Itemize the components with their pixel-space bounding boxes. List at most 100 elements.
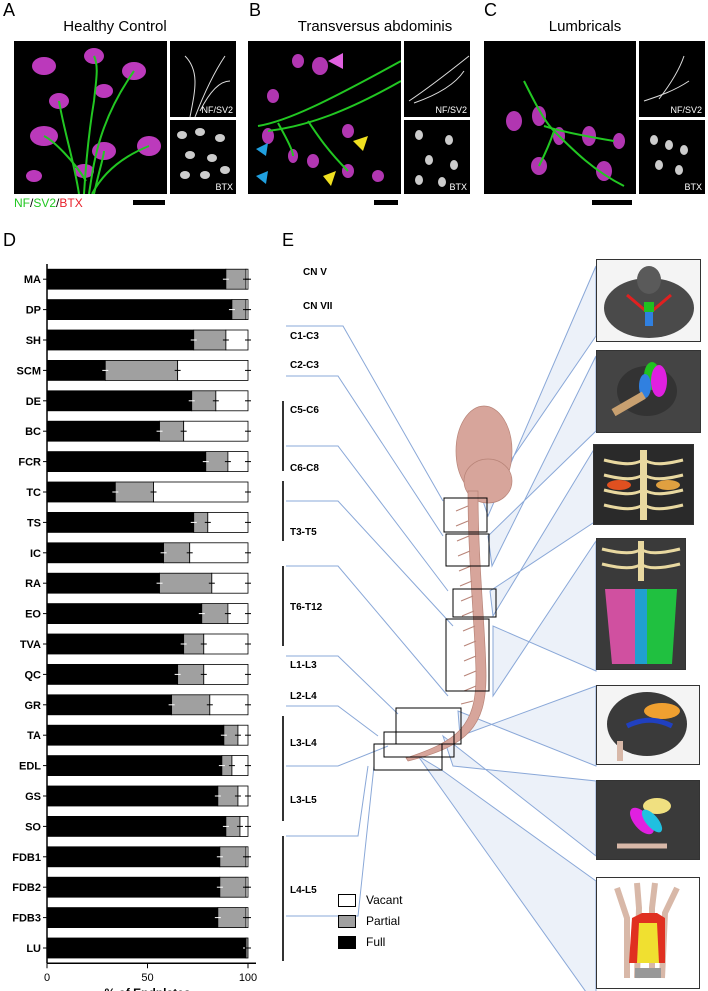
- category-label: TA: [27, 730, 41, 742]
- bar-partial: [191, 390, 217, 412]
- segment-label-c5-c6: C5-C6: [290, 405, 319, 416]
- category-label: TVA: [20, 639, 41, 651]
- bar-partial: [159, 572, 213, 594]
- panel-letter-b: B: [249, 0, 262, 20]
- category-label: GS: [25, 791, 41, 803]
- stain-legend: NF/SV2/BTX: [14, 196, 83, 210]
- panel-b-title: Transversus abdominis: [297, 18, 453, 35]
- segment-label-l2-l4: L2-L4: [290, 691, 317, 702]
- segment-label-l3-l4: L3-L4: [290, 738, 317, 749]
- inset-abdomen: [596, 538, 686, 670]
- bar-vacant: [189, 542, 249, 564]
- bar-vacant: [207, 511, 249, 533]
- panel-letter-d: D: [3, 230, 16, 250]
- bar-vacant: [177, 360, 249, 381]
- category-label: EO: [25, 609, 41, 621]
- bar-full: [46, 542, 164, 564]
- bar-full: [46, 724, 225, 746]
- panel-letter-a: A: [3, 0, 16, 20]
- bar-partial: [104, 360, 179, 381]
- legend-label-vacant: Vacant: [366, 893, 403, 907]
- bar-partial: [193, 329, 227, 351]
- stain-btx: BTX: [59, 196, 83, 210]
- segment-label-c6-c8: C6-C8: [290, 463, 319, 474]
- segment-label-l3-l5: L3-L5: [290, 795, 317, 806]
- x-axis-label: % of Endplates: [104, 986, 190, 991]
- segment-label-c1-c3: C1-C3: [290, 331, 319, 342]
- bar-vacant: [225, 329, 249, 351]
- bar-partial: [201, 603, 229, 625]
- panel-a-sub-top-label: NF/SV2: [201, 105, 233, 115]
- category-label: LU: [26, 943, 41, 955]
- category-label: DE: [26, 396, 41, 408]
- bar-full: [46, 694, 173, 716]
- bar-partial: [171, 694, 211, 716]
- bar-partial: [225, 268, 247, 290]
- category-label: SO: [25, 821, 41, 833]
- bar-vacant: [203, 633, 249, 655]
- panel-a-title: Healthy Control: [63, 18, 167, 35]
- segment-label-cn-v: CN V: [303, 267, 327, 278]
- segment-label-cn-vii: CN VII: [303, 301, 333, 312]
- category-label: SH: [26, 335, 41, 347]
- bar-partial: [219, 846, 247, 868]
- bar-full: [46, 360, 106, 381]
- bar-full: [46, 268, 227, 290]
- inset-paw: [596, 877, 700, 989]
- panel-c-sub-top-label: NF/SV2: [670, 105, 702, 115]
- bar-full: [46, 785, 219, 807]
- bar-full: [46, 572, 160, 594]
- bar-full: [46, 451, 207, 473]
- inset-head: [596, 259, 701, 342]
- bar-full: [46, 816, 227, 837]
- panel-a-sub-bottom-label: BTX: [215, 182, 233, 192]
- panel-b-main-image: [248, 41, 401, 194]
- bar-full: [46, 329, 195, 351]
- bar-full: [46, 633, 185, 655]
- bar-vacant: [211, 572, 249, 594]
- panel-b-sub-top-label: NF/SV2: [435, 105, 467, 115]
- category-label: QC: [25, 669, 42, 681]
- bar-vacant: [153, 481, 249, 503]
- bar-partial: [219, 876, 247, 898]
- stain-sep2: /: [56, 196, 60, 210]
- legend-swatch-vacant: [338, 894, 356, 907]
- bar-vacant: [227, 603, 249, 625]
- panel-letter-e: E: [282, 230, 295, 250]
- bar-partial: [159, 420, 185, 442]
- legend-swatch-full: [338, 936, 356, 949]
- bar-vacant: [183, 420, 249, 442]
- panel-c-main-image: [484, 41, 636, 194]
- bar-full: [46, 846, 221, 868]
- panel-c-nf-sv2-image: NF/SV2: [639, 41, 705, 117]
- category-label: IC: [30, 548, 41, 560]
- category-label: RA: [25, 578, 41, 590]
- category-label: MA: [24, 274, 41, 286]
- bar-full: [46, 511, 195, 533]
- panel-letter-c: C: [484, 0, 497, 20]
- bar-partial: [217, 907, 247, 928]
- bar-full: [46, 937, 247, 959]
- category-label: GR: [25, 700, 42, 712]
- bar-vacant: [215, 390, 249, 412]
- bar-full: [46, 481, 116, 503]
- panel-c-scale-bar: [592, 200, 632, 205]
- category-label: DP: [26, 305, 41, 317]
- panel-a-main-image: [14, 41, 167, 194]
- category-label: FCR: [18, 457, 41, 469]
- inset-hindlimb-upper: [596, 685, 700, 765]
- bar-vacant: [209, 694, 249, 716]
- innervation-diagram: [282, 265, 597, 991]
- x-tick-label: 0: [44, 972, 50, 984]
- panel-c-sub-bottom-label: BTX: [684, 182, 702, 192]
- category-label: SCM: [17, 365, 41, 377]
- segment-label-t6-t12: T6-T12: [290, 602, 323, 613]
- panel-b-sub-bottom-label: BTX: [449, 182, 467, 192]
- inset-thorax: [593, 444, 694, 525]
- panel-c-btx-image: BTX: [639, 120, 705, 194]
- panel-c-title: Lumbricals: [548, 18, 622, 35]
- x-tick-label: 50: [141, 972, 153, 984]
- bar-partial: [163, 542, 191, 564]
- panel-a-btx-image: BTX: [170, 120, 236, 194]
- bar-partial: [217, 785, 239, 807]
